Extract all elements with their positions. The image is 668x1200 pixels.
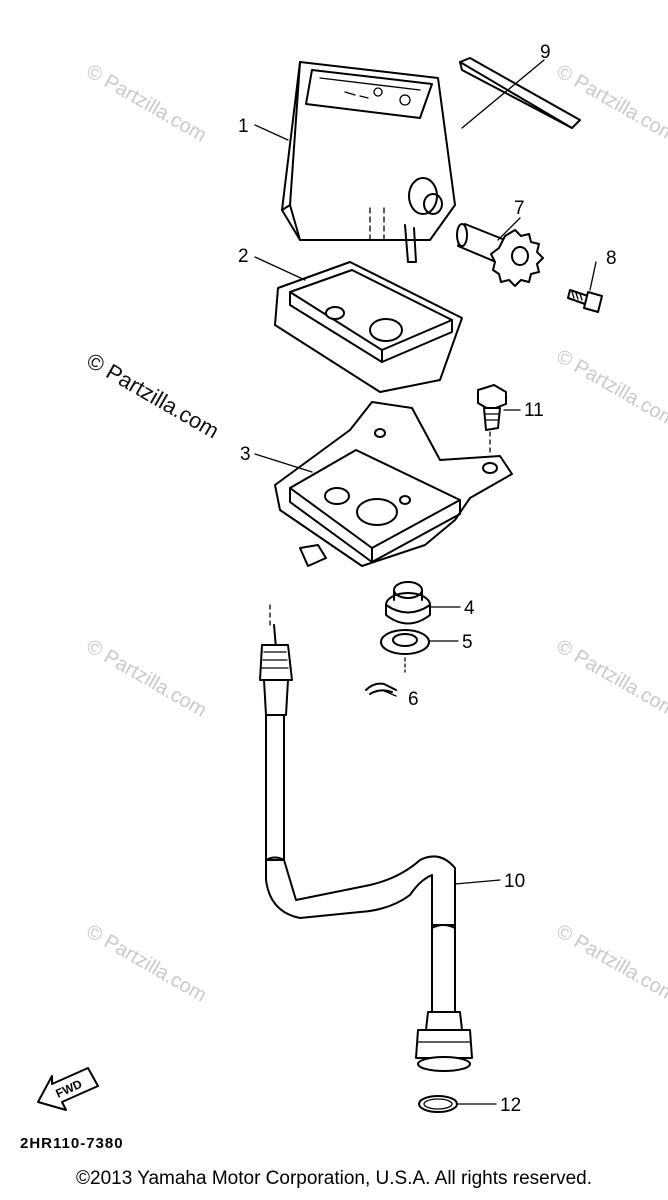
- callout-4: 4: [464, 598, 475, 619]
- copyright-text: ©2013 Yamaha Motor Corporation, U.S.A. A…: [76, 1168, 592, 1189]
- callout-1: 1: [238, 116, 249, 137]
- fwd-arrow-icon: FWD: [37, 1067, 99, 1111]
- callout-labels: 1 2 3 4 5 6 7 8 9 10 11 12: [238, 42, 617, 1116]
- callout-8: 8: [606, 248, 617, 269]
- leader-lines: [254, 59, 597, 1105]
- cushion-tray-2: [274, 261, 463, 393]
- callout-6: 6: [408, 689, 419, 710]
- watermark: © Partzilla.com: [83, 635, 211, 721]
- callout-7: 7: [514, 198, 525, 219]
- watermark: © Partzilla.com: [553, 635, 668, 721]
- washer-5: [380, 629, 430, 655]
- drive-gear-7: [456, 223, 544, 287]
- callout-11: 11: [524, 400, 544, 421]
- callout-5: 5: [462, 632, 473, 653]
- callout-9: 9: [540, 42, 551, 63]
- meter-housing: [281, 61, 456, 263]
- diagram-code: 2HR110-7380: [20, 1135, 124, 1152]
- screw-8: [567, 289, 603, 313]
- callout-12: 12: [500, 1095, 521, 1116]
- watermark: © Partzilla.com: [83, 920, 211, 1006]
- grommet-4: [385, 581, 431, 625]
- watermark: © Partzilla.com: [83, 60, 211, 146]
- bracket-3: [274, 401, 513, 567]
- bolt-11: [477, 384, 507, 453]
- o-ring-12: [418, 1095, 458, 1113]
- watermark: © Partzilla.com: [553, 920, 668, 1006]
- callout-10: 10: [504, 871, 525, 892]
- callout-2: 2: [238, 246, 249, 267]
- clip-6: [365, 657, 406, 695]
- strip-9: [459, 57, 581, 129]
- watermark: © Partzilla.com: [553, 60, 668, 146]
- watermark: © Partzilla.com: [553, 345, 668, 431]
- watermark: © Partzilla.com: [83, 348, 224, 444]
- callout-3: 3: [240, 444, 251, 465]
- speedometer-cable-10: [259, 604, 473, 1072]
